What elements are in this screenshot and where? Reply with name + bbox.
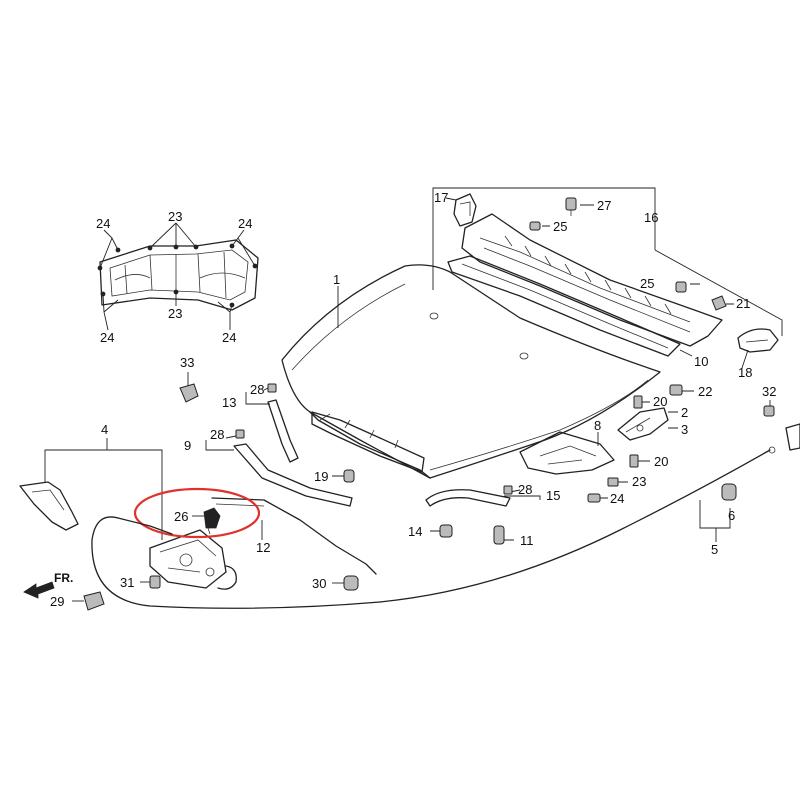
callout-17: 17 (434, 190, 448, 205)
highlight-circle (133, 487, 261, 539)
clip-33 (179, 383, 199, 403)
strip-13-leader (245, 387, 270, 405)
clip-29 (83, 591, 105, 611)
cowl-group-bracket (432, 187, 783, 336)
callout-27: 27 (597, 198, 611, 213)
bolt-24-hinge (587, 493, 601, 503)
callout-3: 3 (681, 422, 688, 437)
latch-rod (211, 497, 377, 575)
hood-seal-15 (425, 489, 511, 507)
callout-33: 33 (180, 355, 194, 370)
bolt-20-upper (633, 395, 643, 409)
callout-6: 6 (728, 508, 735, 523)
callout-23-hinge: 23 (632, 474, 646, 489)
callout-29: 29 (50, 594, 64, 609)
clip-28-strip-13 (267, 383, 277, 393)
bolt-31 (149, 575, 161, 589)
hood-panel (281, 264, 661, 479)
callout-10: 10 (694, 354, 708, 369)
callout-11: 11 (520, 533, 534, 548)
callout-13: 13 (222, 395, 236, 410)
callout-30: 30 (312, 576, 326, 591)
bolt-20-lower (629, 454, 639, 468)
clip-28-strip-9 (235, 429, 245, 439)
cowl-side-panel (19, 481, 79, 531)
callout-22: 22 (698, 384, 712, 399)
hood-inner-bracket (519, 431, 615, 475)
part-14 (439, 524, 453, 538)
cable-bracket (699, 500, 731, 542)
callout-24-top-left: 24 (96, 216, 110, 231)
callout-23-top: 23 (168, 209, 182, 224)
callout-15: 15 (546, 488, 560, 503)
callout-12: 12 (256, 540, 270, 555)
callout-1: 1 (333, 272, 340, 287)
bolt-22 (669, 384, 683, 396)
callout-25-upper: 25 (553, 219, 567, 234)
strip-9-leader (205, 435, 237, 451)
callout-25-lower: 25 (640, 276, 654, 291)
hood-latch (149, 529, 237, 590)
bumper-30 (343, 575, 359, 591)
callout-26: 26 (174, 509, 188, 524)
direction-label: FR. (54, 571, 73, 585)
callout-8: 8 (594, 418, 601, 433)
cowl-clip-17 (453, 193, 477, 227)
hood-insulator (97, 239, 259, 311)
callout-20-lower: 20 (654, 454, 668, 469)
callout-31: 31 (120, 575, 134, 590)
hinge-leaders (668, 411, 678, 429)
hood-hinge (617, 407, 669, 441)
callout-4: 4 (101, 422, 108, 437)
callout-24-bottom-right: 24 (222, 330, 236, 345)
callout-24-hinge: 24 (610, 491, 624, 506)
callout-19: 19 (314, 469, 328, 484)
callout-21: 21 (736, 296, 750, 311)
callout-23-bottom: 23 (168, 306, 182, 321)
release-handle-32 (763, 405, 800, 451)
callout-28-strip-13: 28 (250, 382, 264, 397)
clip-28-seal (503, 485, 513, 495)
fastener-21 (711, 295, 727, 311)
callout-9: 9 (184, 438, 191, 453)
cowl-leader-lines (445, 197, 749, 369)
callout-24-bottom-left: 24 (100, 330, 114, 345)
hood-release-cable (91, 446, 776, 609)
fastener-27 (565, 197, 577, 216)
fastener-25-upper (529, 221, 541, 231)
callout-32: 32 (762, 384, 776, 399)
front-direction-arrow-icon (23, 581, 55, 599)
callout-14: 14 (408, 524, 422, 539)
cowl-side-bracket (44, 449, 163, 540)
seal-strip-9 (233, 443, 353, 507)
bolt-leaders (600, 390, 694, 499)
small-part-leaders (332, 475, 514, 541)
callout-28-strip-9: 28 (210, 427, 224, 442)
fastener-25-lower (675, 281, 687, 293)
grommet-6 (721, 483, 737, 501)
callout-5: 5 (711, 542, 718, 557)
callout-18: 18 (738, 365, 752, 380)
cowl-clip-18 (737, 328, 779, 353)
callout-16: 16 (644, 210, 658, 225)
clip-26 (203, 507, 221, 535)
callout-28-seal: 28 (518, 482, 532, 497)
callout-2: 2 (681, 405, 688, 420)
cowl-top-panel (447, 213, 723, 357)
part-19 (343, 469, 355, 483)
callout-24-top-right: 24 (238, 216, 252, 231)
callout-20-upper: 20 (653, 394, 667, 409)
part-11 (493, 525, 505, 545)
bolt-23-hinge (607, 477, 619, 487)
insulator-leader-lines (99, 222, 256, 331)
seal-strip-13 (267, 399, 299, 463)
